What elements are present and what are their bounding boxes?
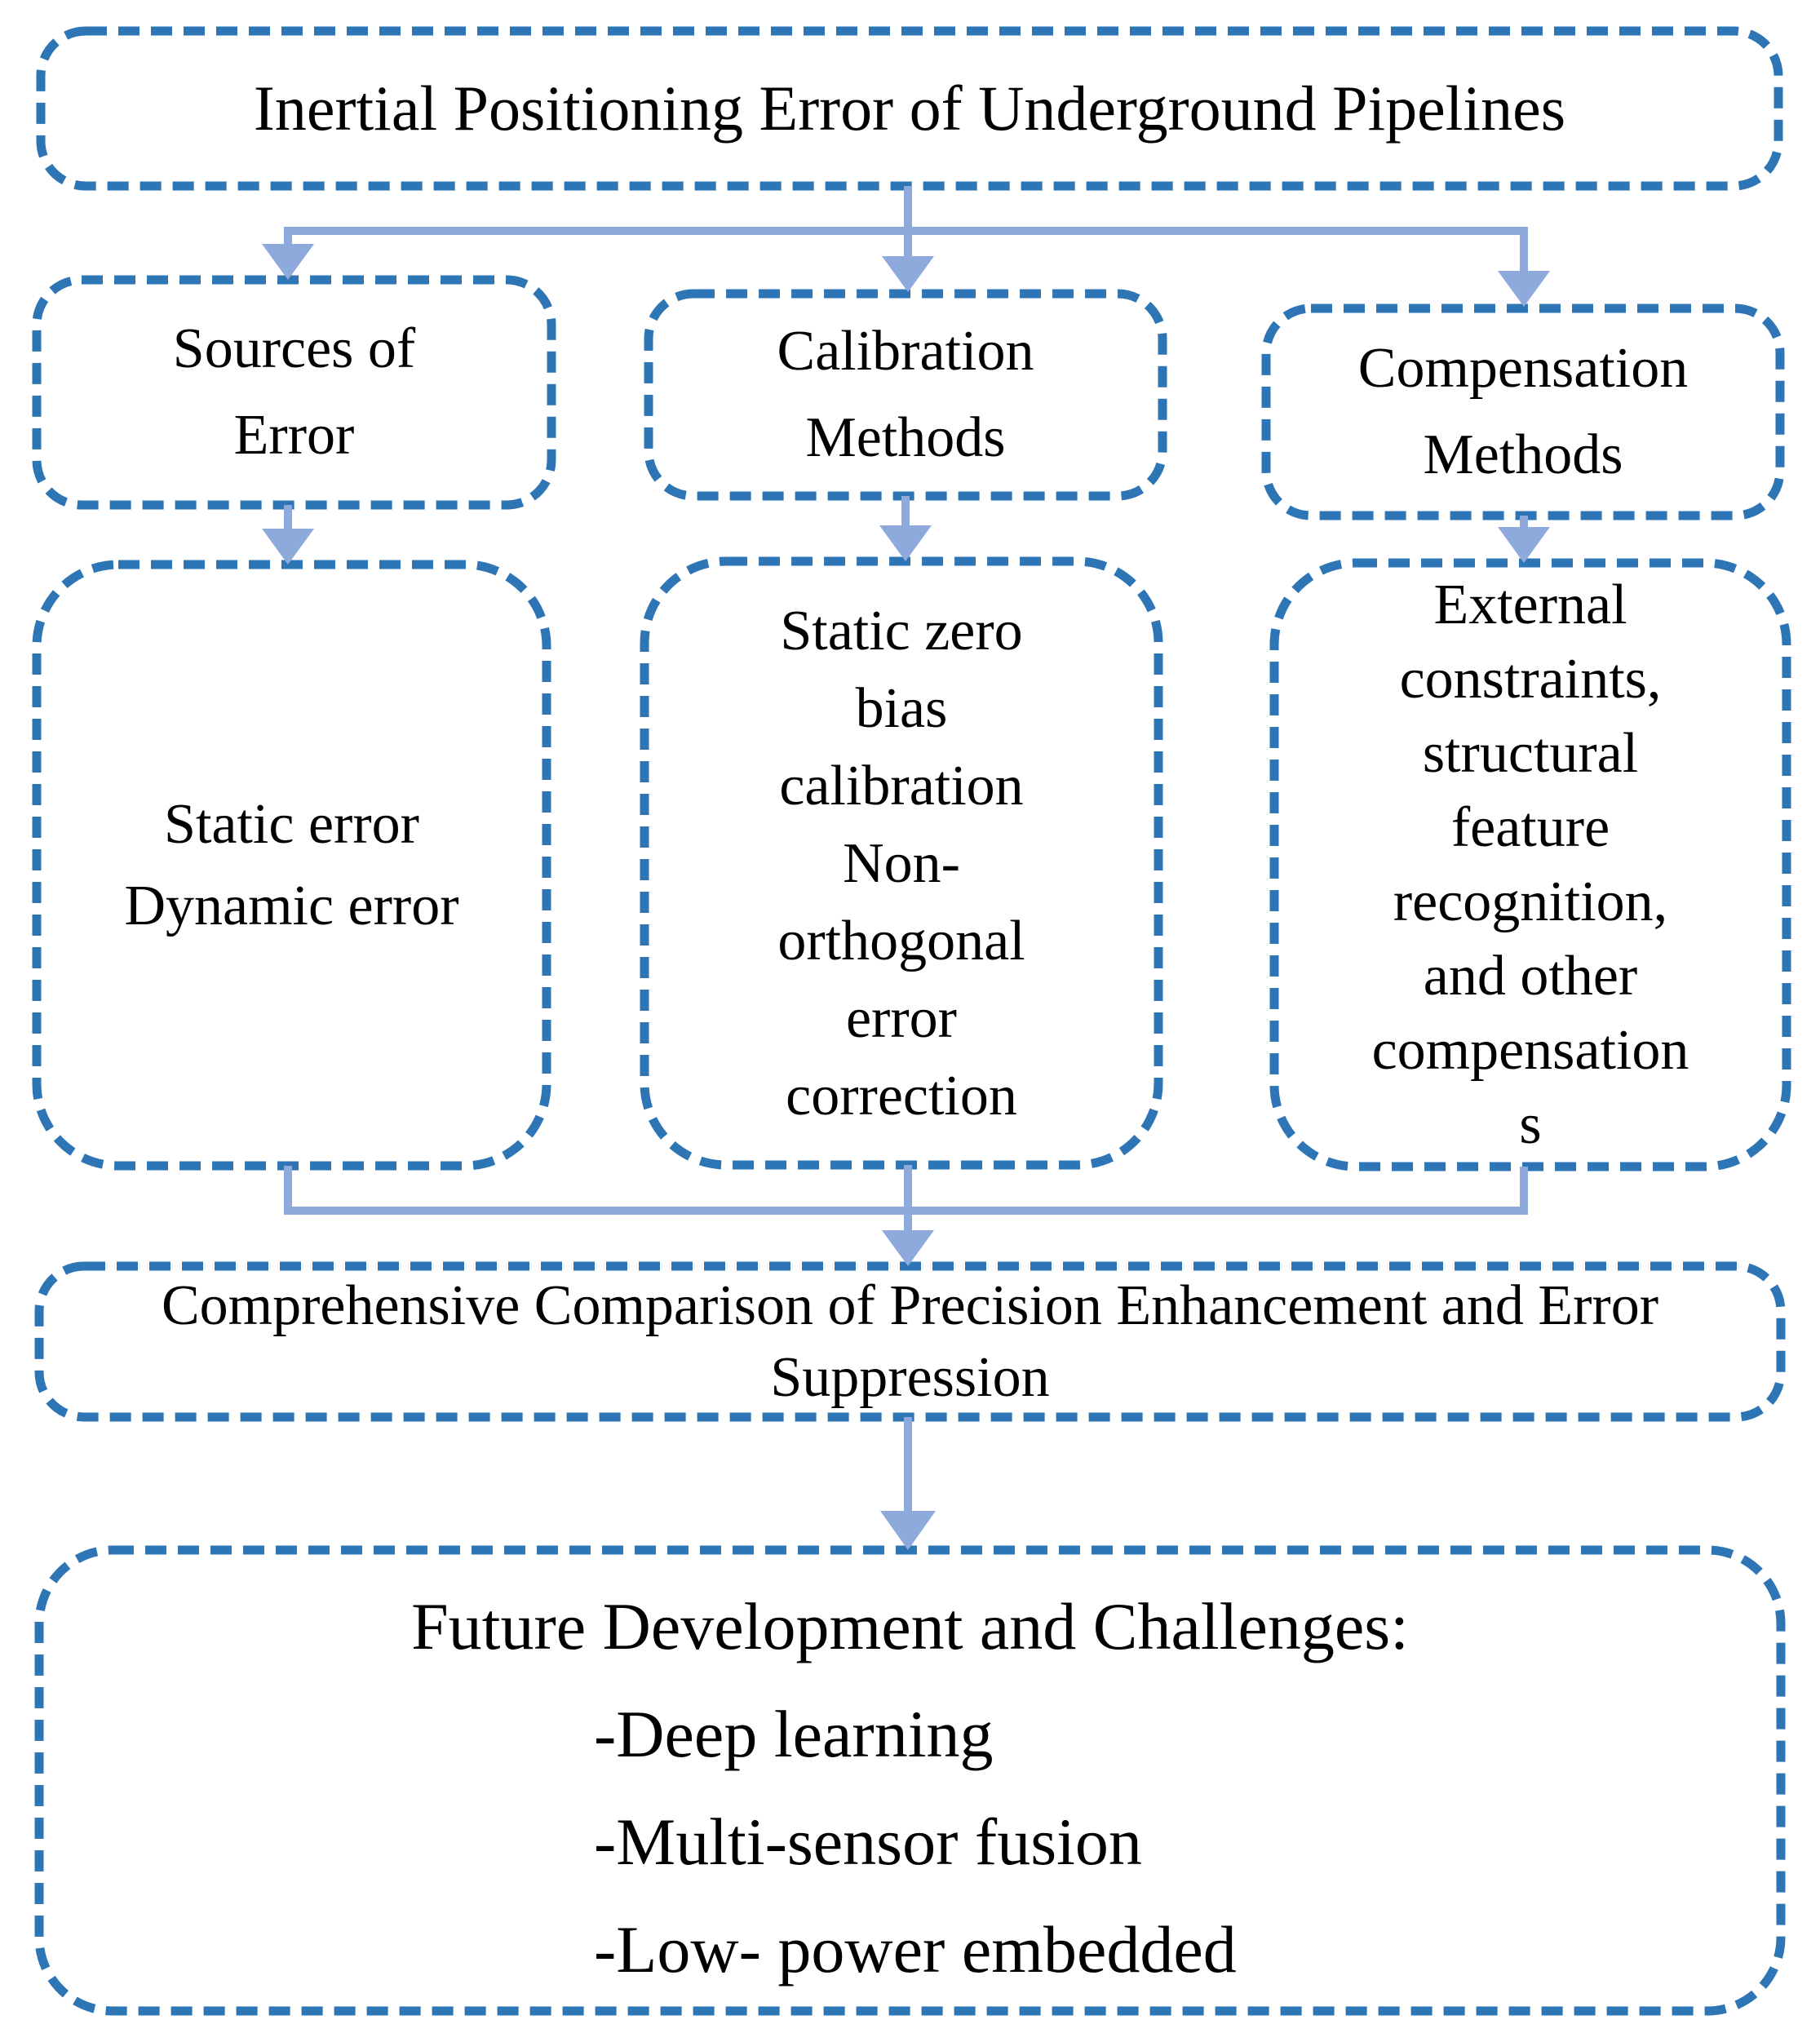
compensation-header-box: Compensation Methods [1266, 308, 1780, 516]
top-box: Inertial Positioning Error of Undergroun… [41, 31, 1778, 186]
future-item-2: -Multi-sensor fusion [594, 1805, 1142, 1879]
comparison-line1: Comprehensive Comparison of Precision En… [161, 1273, 1659, 1337]
sources-box-border [32, 275, 556, 510]
compensation-header-line1: Compensation [1357, 337, 1689, 400]
zero-bias-line1: Static zero [780, 599, 1023, 662]
comparison-line2: Suppression [770, 1345, 1050, 1409]
arrow-compensation-to-detail [1498, 516, 1550, 563]
static-error-line2: Dynamic error [124, 874, 459, 937]
future-item-1: -Deep learning [594, 1697, 994, 1771]
external-line8: s [1519, 1093, 1542, 1156]
future-box-border [34, 1545, 1786, 2016]
sources-header-box: Sources of Error [37, 280, 551, 505]
zero-bias-line3: calibration [779, 754, 1024, 817]
comparison-box: Comprehensive Comparison of Precision En… [39, 1266, 1781, 1417]
external-line3: structural [1422, 722, 1639, 785]
zero-bias-line2: bias [855, 676, 948, 740]
sources-header-line2: Error [233, 404, 355, 467]
future-item-3: -Low- power embedded [594, 1912, 1237, 1986]
zero-bias-box-border [640, 556, 1163, 1170]
calibration-header-line1: Calibration [777, 320, 1034, 383]
sources-header-line1: Sources of [172, 317, 416, 380]
zero-bias-line6: error [845, 986, 957, 1050]
arrow-to-compensation [1498, 227, 1550, 307]
arrow-sources-to-detail [262, 505, 314, 565]
external-line7: compensation [1371, 1019, 1689, 1082]
future-item-list: -Deep learning -Multi-sensor fusion -Low… [39, 1681, 1781, 2004]
zero-bias-line4: Non- [843, 831, 960, 895]
external-line1: External [1433, 574, 1627, 636]
calibration-header-line2: Methods [805, 406, 1006, 469]
external-constraints-box: External constraints, structural feature… [1274, 563, 1787, 1167]
arrow-top-branch [288, 186, 1524, 235]
arrow-to-calibration [882, 231, 934, 292]
future-box: Future Development and Challenges: -Deep… [39, 1550, 1781, 2011]
zero-bias-line5: orthogonal [777, 909, 1025, 972]
external-constraints-box-border [1269, 558, 1791, 1172]
static-error-box: Static error Dynamic error [37, 565, 547, 1166]
top-box-title: Inertial Positioning Error of Undergroun… [253, 73, 1566, 144]
arrow-comparison-to-future [880, 1417, 936, 1550]
arrow-calibration-to-detail [879, 496, 932, 561]
future-heading: Future Development and Challenges: [411, 1589, 1409, 1663]
external-line5: recognition, [1393, 870, 1668, 933]
calibration-header-box: Calibration Methods [649, 294, 1162, 496]
zero-bias-line7: correction [786, 1064, 1017, 1127]
arrow-bus-to-comparison [284, 1165, 1528, 1266]
external-line6: and other [1423, 945, 1638, 1008]
static-error-line1: Static error [164, 792, 419, 856]
external-line4: feature [1450, 796, 1610, 859]
compensation-header-line2: Methods [1423, 423, 1623, 486]
arrow-to-sources [262, 227, 314, 280]
external-line2: constraints, [1399, 648, 1662, 711]
zero-bias-box: Static zero bias calibration Non- orthog… [644, 561, 1158, 1165]
